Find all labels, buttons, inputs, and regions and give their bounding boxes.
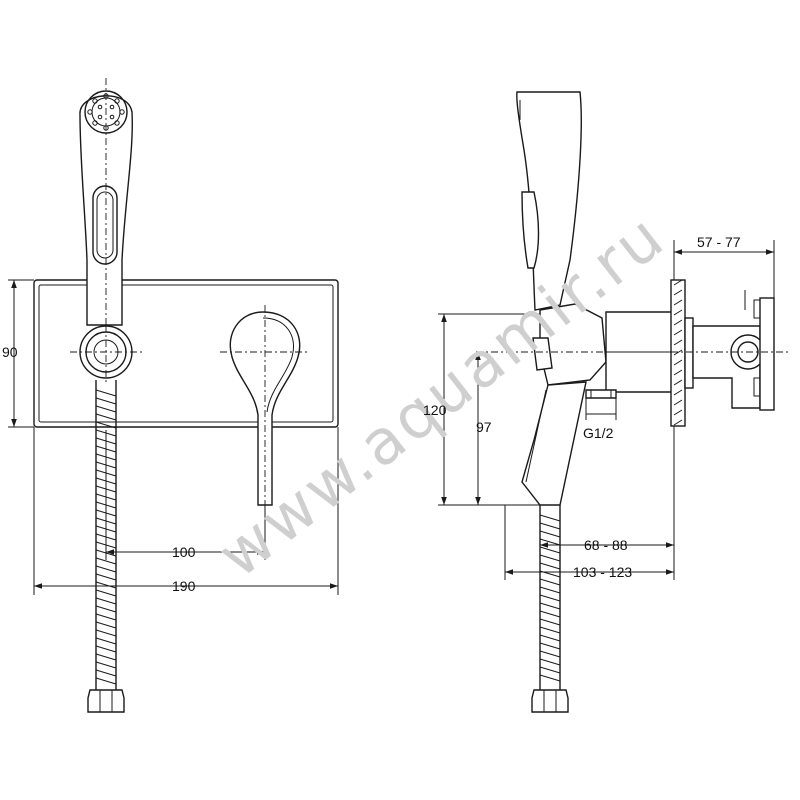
trigger-side-icon [521, 191, 540, 269]
label-range-103-123: 103 - 123 [573, 564, 632, 580]
flexible-hose-side [531, 505, 569, 713]
label-offset-100: 100 [172, 544, 196, 560]
hose-nut-side-icon [531, 689, 569, 713]
shower-holder [70, 325, 145, 385]
label-thread-g12: G1/2 [583, 425, 614, 441]
front-view [8, 78, 339, 713]
wall-plate [33, 279, 339, 428]
label-height-120: 120 [423, 402, 447, 418]
side-dimensions [438, 240, 775, 580]
label-depth-57-77: 57 - 77 [697, 234, 741, 250]
front-dimensions [8, 279, 339, 595]
label-height-97: 97 [476, 419, 492, 435]
wall-plate-inner [38, 284, 334, 423]
label-height-90: 90 [2, 344, 18, 360]
dimension-labels: 90 100 190 57 - 77 120 97 G1/2 68 - 88 1… [2, 234, 741, 594]
label-range-68-88: 68 - 88 [584, 537, 628, 553]
hand-shower [79, 78, 133, 330]
hose-nut-icon [87, 689, 125, 713]
flexible-hose [87, 380, 125, 713]
trigger-button [92, 185, 118, 265]
side-view [438, 91, 790, 713]
mixer-body-side [521, 303, 675, 506]
label-width-190: 190 [172, 578, 196, 594]
wall-flange [670, 279, 694, 427]
concealed-body [692, 290, 775, 411]
hand-shower-side [516, 91, 582, 311]
